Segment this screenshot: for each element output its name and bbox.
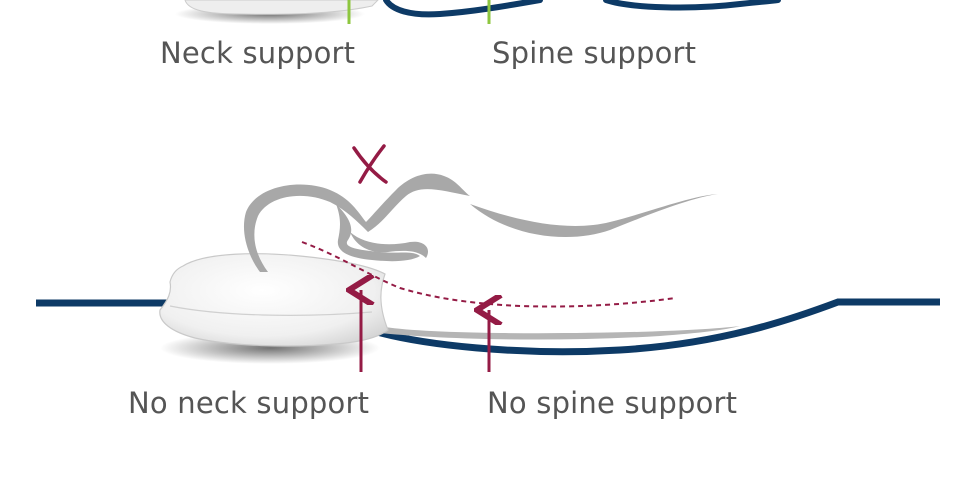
pillow [159, 253, 389, 347]
torso-outline [470, 194, 718, 238]
neck-support-label: Neck support [160, 36, 356, 70]
chin-outline [336, 204, 420, 262]
incorrect-posture-scene [36, 144, 940, 372]
head-outline [243, 173, 470, 272]
correct-mattress-line [383, 0, 543, 18]
no-spine-support-label: No spine support [487, 386, 738, 420]
pillow-seam [169, 305, 373, 316]
correct-pillow [184, 0, 379, 15]
spine-support-label: Spine support [492, 36, 697, 70]
correct-mattress-line-right [603, 0, 781, 11]
spine-alignment-curve [301, 241, 677, 308]
body-lower-outline [380, 326, 740, 340]
shoulder-curl [350, 232, 429, 258]
mattress-line [36, 298, 940, 356]
correct-posture-scene [175, 0, 781, 24]
no-neck-support-label: No neck support [128, 386, 370, 420]
x-mark-icon [352, 144, 388, 184]
